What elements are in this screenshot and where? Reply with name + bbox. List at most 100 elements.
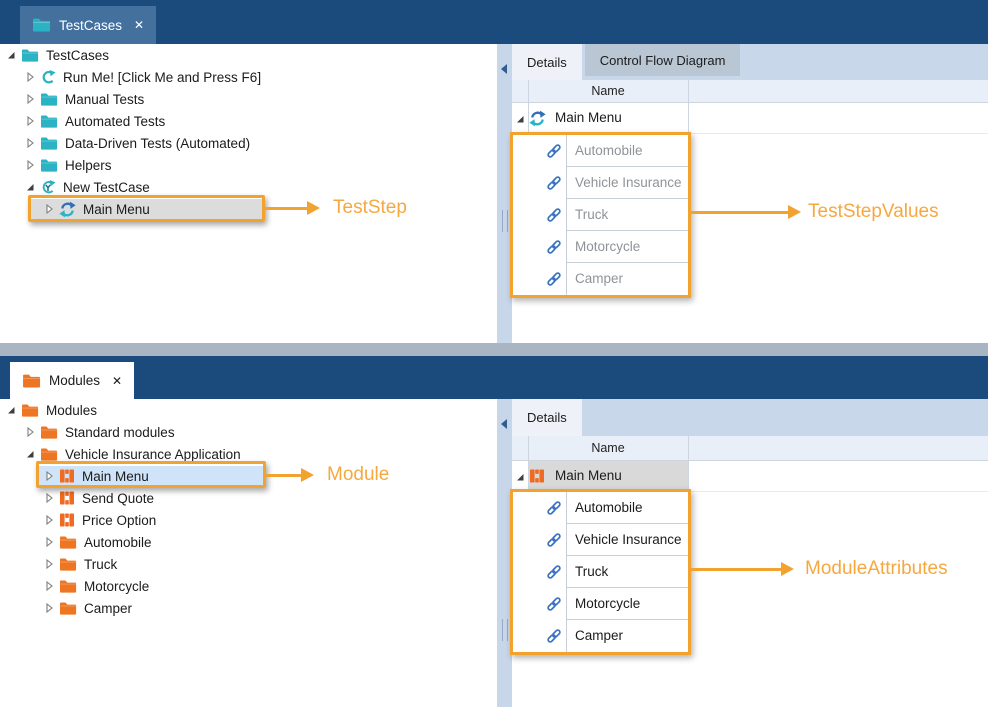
expander-expanded-icon[interactable] bbox=[4, 48, 18, 62]
name-column-header[interactable]: Name bbox=[591, 441, 625, 455]
value-row[interactable]: Vehicle Insurance bbox=[513, 167, 688, 199]
value-icon-cell bbox=[513, 263, 566, 295]
folder-icon bbox=[40, 92, 58, 107]
tab-details[interactable]: Details bbox=[512, 44, 582, 80]
tree-item-helpers[interactable]: Helpers bbox=[0, 154, 497, 176]
tree-item-data-driven-tests[interactable]: Data-Driven Tests (Automated) bbox=[0, 132, 497, 154]
module-blocks-icon bbox=[529, 468, 545, 484]
tree-item-price-option[interactable]: Price Option bbox=[0, 509, 497, 531]
tree-item-manual-tests[interactable]: Manual Tests bbox=[0, 88, 497, 110]
expander-expanded-icon[interactable] bbox=[513, 112, 527, 126]
tree-item-label: Manual Tests bbox=[65, 91, 145, 107]
expander-expanded-icon[interactable] bbox=[4, 403, 18, 417]
splitter-grip[interactable] bbox=[502, 210, 508, 232]
details-tabstrip: Details bbox=[512, 399, 988, 436]
folder-icon bbox=[40, 447, 58, 462]
value-label[interactable]: Truck bbox=[566, 199, 688, 231]
details-root-row-main-menu[interactable]: Main Menu bbox=[512, 103, 988, 134]
testcases-doc-tab[interactable]: TestCases ✕ bbox=[20, 6, 157, 44]
folder-icon bbox=[22, 373, 41, 389]
tree-item-testcases-root[interactable]: TestCases bbox=[0, 44, 497, 66]
tab-details[interactable]: Details bbox=[512, 399, 582, 436]
expander-expanded-icon[interactable] bbox=[23, 180, 37, 194]
selected-row-highlight bbox=[31, 199, 262, 219]
expander-expanded-icon[interactable] bbox=[513, 470, 527, 484]
tree-item-vehicle-insurance-application[interactable]: Vehicle Insurance Application bbox=[0, 443, 497, 465]
tree-item-motorcycle[interactable]: Motorcycle bbox=[0, 575, 497, 597]
expander-collapsed-icon[interactable] bbox=[42, 469, 56, 483]
value-row[interactable]: Motorcycle bbox=[513, 231, 688, 263]
expander-collapsed-icon[interactable] bbox=[42, 202, 56, 216]
tab-control-flow-diagram[interactable]: Control Flow Diagram bbox=[584, 44, 741, 76]
folder-icon bbox=[40, 425, 58, 440]
expander-collapsed-icon[interactable] bbox=[42, 557, 56, 571]
expander-collapsed-icon[interactable] bbox=[42, 513, 56, 527]
tree-item-camper[interactable]: Camper bbox=[0, 597, 497, 619]
tree-item-standard-modules[interactable]: Standard modules bbox=[0, 421, 497, 443]
tree-item-automated-tests[interactable]: Automated Tests bbox=[0, 110, 497, 132]
vertical-splitter[interactable] bbox=[497, 399, 512, 707]
expander-collapsed-icon[interactable] bbox=[42, 535, 56, 549]
expander-collapsed-icon[interactable] bbox=[42, 579, 56, 593]
attribute-label[interactable]: Truck bbox=[566, 556, 688, 588]
tree-item-truck[interactable]: Truck bbox=[0, 553, 497, 575]
column-divider bbox=[688, 103, 689, 133]
tree-item-label: Helpers bbox=[65, 157, 112, 173]
expander-collapsed-icon[interactable] bbox=[23, 92, 37, 106]
tree-item-label: Main Menu bbox=[83, 201, 150, 217]
close-icon[interactable]: ✕ bbox=[134, 18, 145, 32]
name-column-header[interactable]: Name bbox=[591, 84, 625, 98]
tree-item-main-menu-module[interactable]: Main Menu bbox=[0, 465, 497, 487]
collapse-left-triangle-icon[interactable] bbox=[501, 64, 507, 74]
close-icon[interactable]: ✕ bbox=[112, 373, 123, 388]
tree-item-new-testcase[interactable]: New TestCase bbox=[0, 176, 497, 198]
tree-item-label: Modules bbox=[46, 402, 98, 418]
expander-expanded-icon[interactable] bbox=[23, 447, 37, 461]
tree-item-label: TestCases bbox=[46, 47, 110, 63]
tree-item-label: Vehicle Insurance Application bbox=[65, 446, 241, 462]
attribute-row[interactable]: Vehicle Insurance bbox=[513, 524, 688, 556]
value-row[interactable]: Truck bbox=[513, 199, 688, 231]
expander-collapsed-icon[interactable] bbox=[23, 70, 37, 84]
attribute-label[interactable]: Motorcycle bbox=[566, 588, 688, 620]
expander-collapsed-icon[interactable] bbox=[23, 136, 37, 150]
expander-collapsed-icon[interactable] bbox=[23, 425, 37, 439]
tree-item-main-menu-teststep[interactable]: Main Menu bbox=[0, 198, 497, 220]
splitter-grip[interactable] bbox=[502, 619, 508, 641]
tree-item-send-quote[interactable]: Send Quote bbox=[0, 487, 497, 509]
attribute-label[interactable]: Vehicle Insurance bbox=[566, 524, 688, 556]
value-row[interactable]: Camper bbox=[513, 263, 688, 295]
expander-collapsed-icon[interactable] bbox=[42, 601, 56, 615]
attribute-row[interactable]: Truck bbox=[513, 556, 688, 588]
collapse-left-triangle-icon[interactable] bbox=[501, 419, 507, 429]
folder-icon bbox=[59, 557, 77, 572]
tree-item-modules-root[interactable]: Modules bbox=[0, 399, 497, 421]
column-divider bbox=[688, 80, 689, 102]
tree-item-automobile[interactable]: Automobile bbox=[0, 531, 497, 553]
attribute-row[interactable]: Automobile bbox=[513, 492, 688, 524]
vertical-splitter[interactable] bbox=[497, 44, 512, 343]
doc-tab-label: TestCases bbox=[59, 17, 123, 33]
value-label[interactable]: Automobile bbox=[566, 135, 688, 167]
value-label[interactable]: Motorcycle bbox=[566, 231, 688, 263]
attribute-row[interactable]: Camper bbox=[513, 620, 688, 652]
attribute-icon-cell bbox=[513, 492, 566, 524]
value-icon-cell bbox=[513, 135, 566, 167]
modules-doc-tab[interactable]: Modules ✕ bbox=[10, 362, 135, 399]
expander-collapsed-icon[interactable] bbox=[23, 114, 37, 128]
attribute-row[interactable]: Motorcycle bbox=[513, 588, 688, 620]
folder-icon bbox=[21, 48, 39, 63]
testcases-tree: TestCases Run Me! [Click Me and Press F6… bbox=[0, 44, 497, 343]
tree-item-run-me[interactable]: Run Me! [Click Me and Press F6] bbox=[0, 66, 497, 88]
attribute-label[interactable]: Camper bbox=[566, 620, 688, 652]
attribute-label[interactable]: Automobile bbox=[566, 492, 688, 524]
details-root-row-main-menu[interactable]: Main Menu bbox=[512, 461, 988, 492]
value-label[interactable]: Vehicle Insurance bbox=[566, 167, 688, 199]
tree-item-label: Automated Tests bbox=[65, 113, 166, 129]
window-divider[interactable] bbox=[0, 343, 988, 356]
expander-collapsed-icon[interactable] bbox=[42, 491, 56, 505]
value-label[interactable]: Camper bbox=[566, 263, 688, 295]
expander-collapsed-icon[interactable] bbox=[23, 158, 37, 172]
column-divider bbox=[528, 80, 529, 102]
value-row[interactable]: Automobile bbox=[513, 135, 688, 167]
